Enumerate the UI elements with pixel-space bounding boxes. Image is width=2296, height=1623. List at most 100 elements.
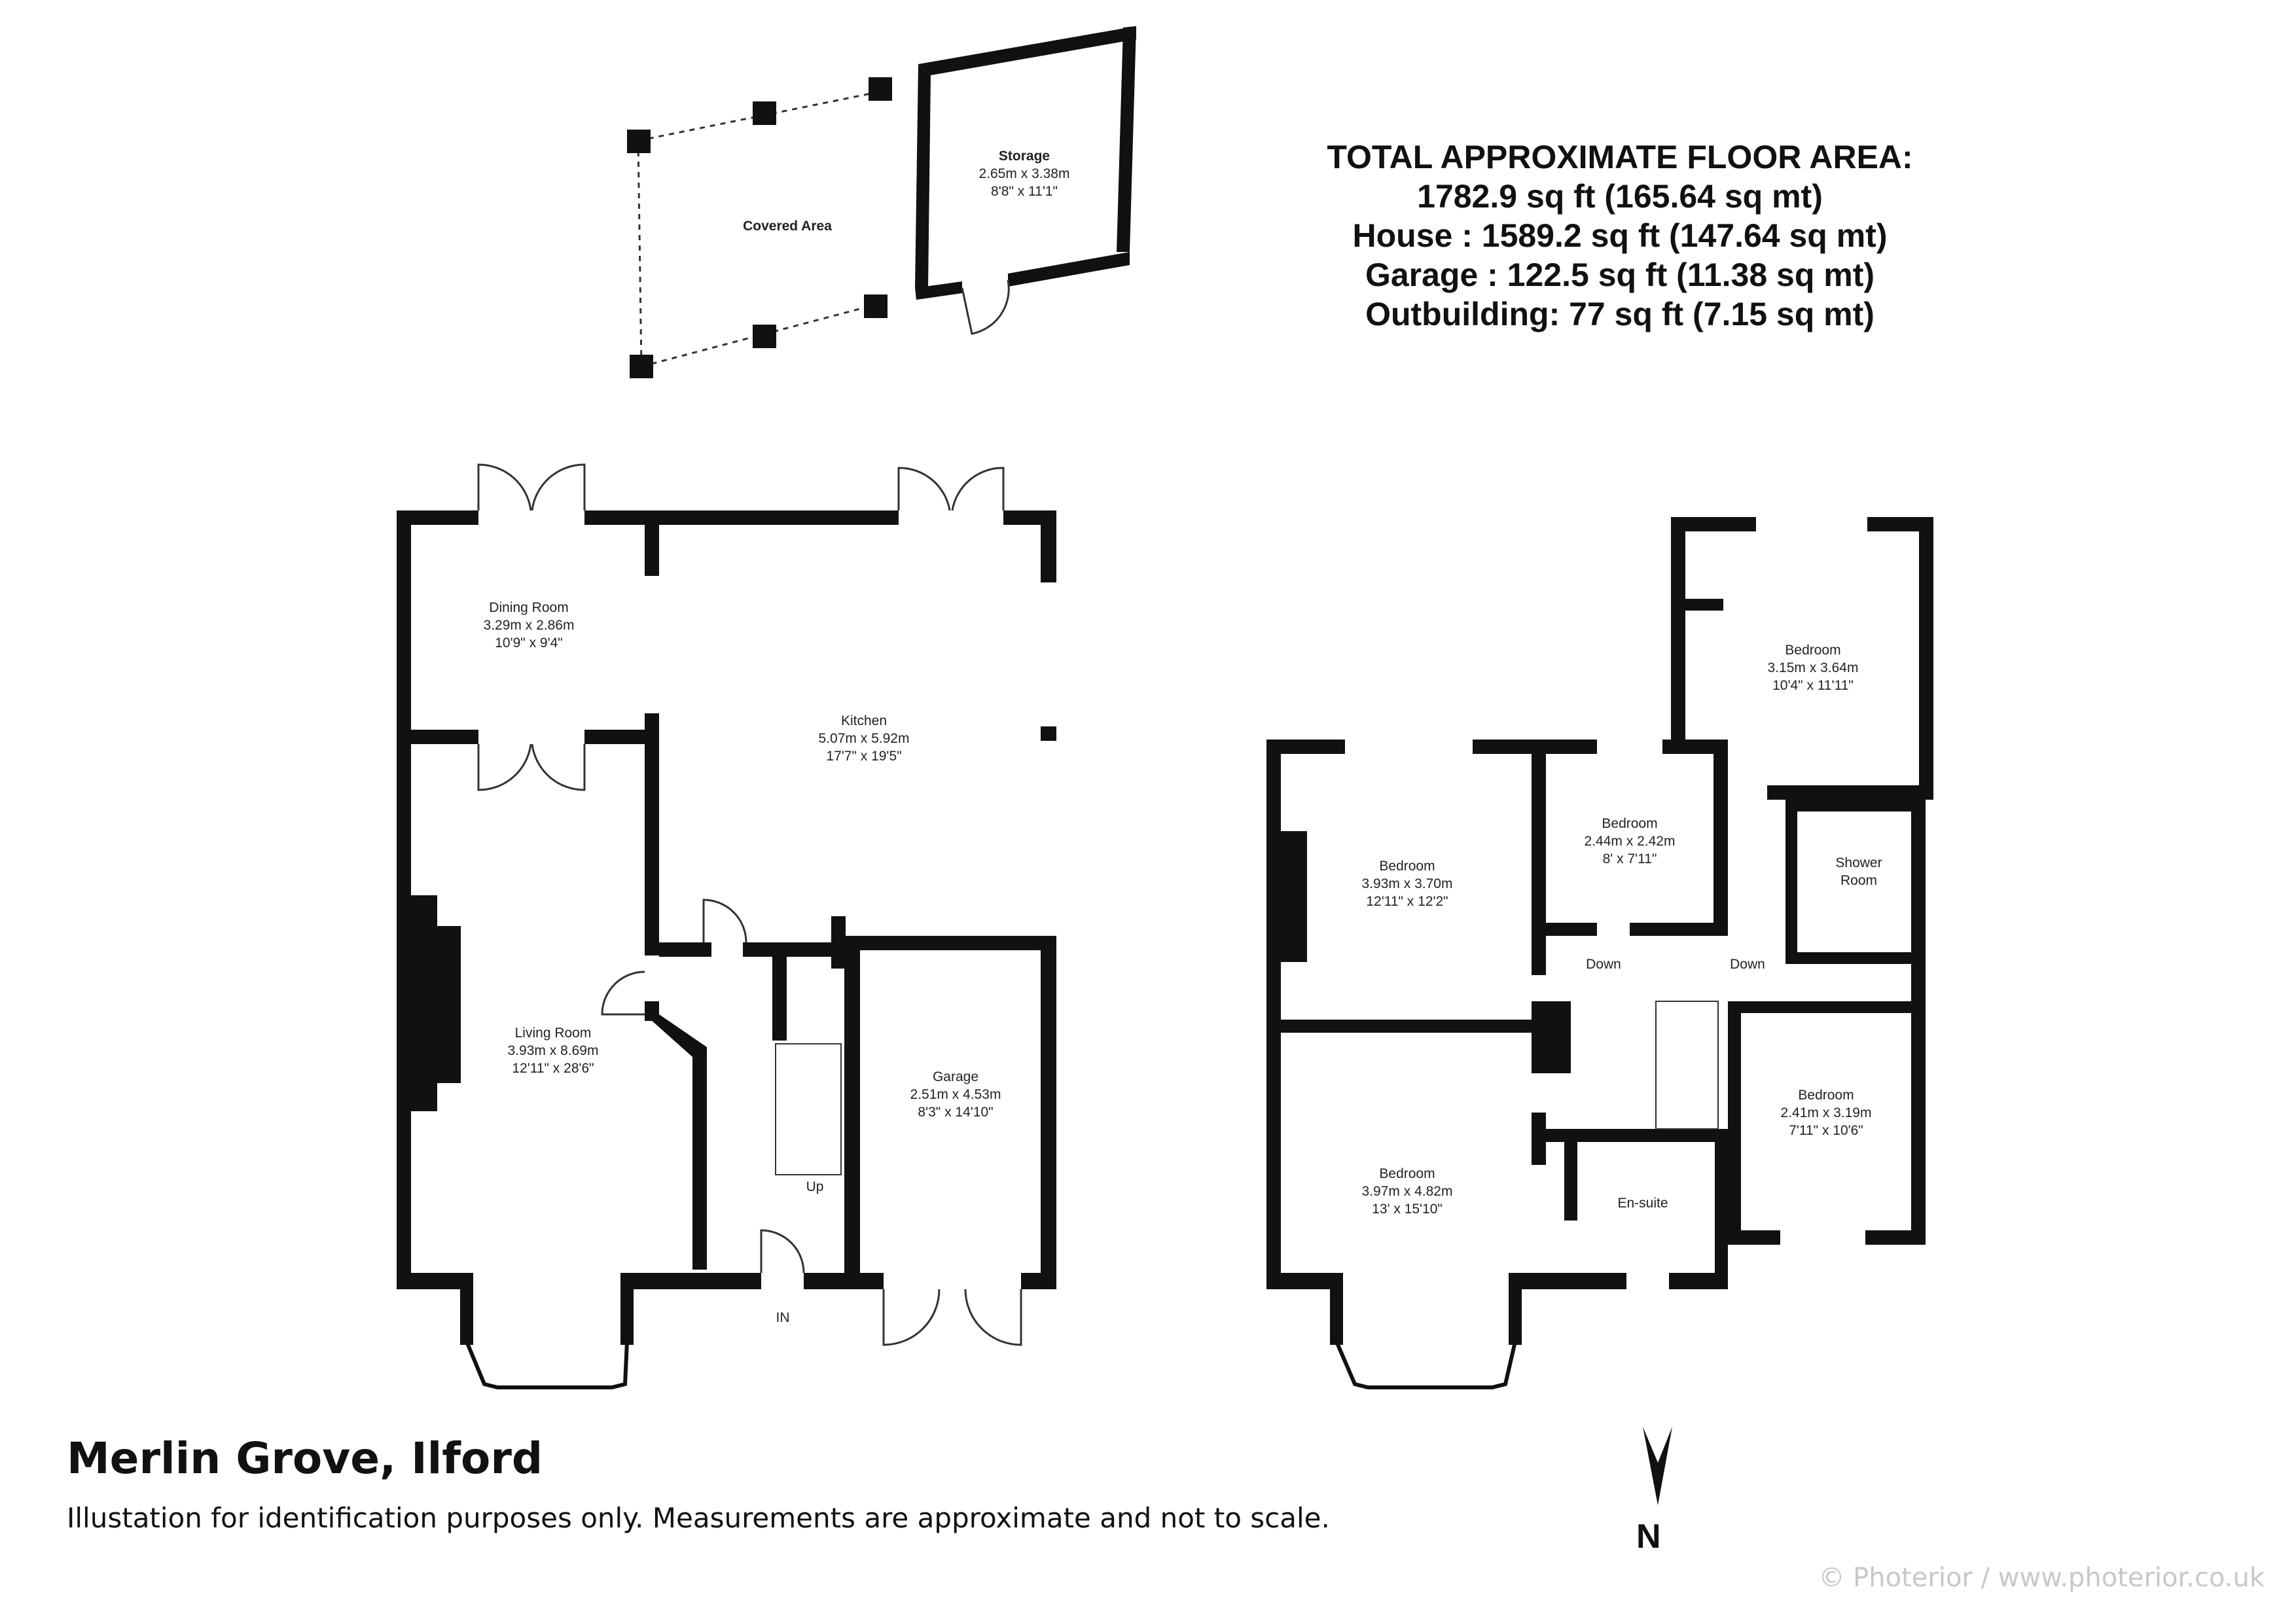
stairs-down-label-1: Down bbox=[1586, 957, 1621, 972]
bedroom-5-imperial: 7'11" x 10'6" bbox=[1789, 1123, 1863, 1138]
gf-wall-wc-left bbox=[772, 955, 787, 1041]
stairs-down-label-2: Down bbox=[1730, 957, 1765, 972]
kitchen-name: Kitchen bbox=[841, 713, 887, 728]
covered-area-label: Covered Area bbox=[743, 219, 832, 234]
ff-wall-bed2-bottom bbox=[1532, 923, 1597, 936]
door-dining-mid-r bbox=[531, 743, 586, 791]
ff-wall-shower-top bbox=[1793, 800, 1911, 812]
ff-wall-ensuite-right bbox=[1715, 1129, 1728, 1289]
floor-area-summary: TOTAL APPROXIMATE FLOOR AREA: 1782.9 sq … bbox=[1244, 137, 1996, 334]
storage-wall-right bbox=[1117, 26, 1136, 252]
gf-fireplace bbox=[411, 895, 437, 1111]
gf-wall-garage-bottom-r bbox=[1021, 1273, 1056, 1289]
shower-room-label-1: Shower bbox=[1835, 855, 1882, 870]
property-title: Merlin Grove, Ilford bbox=[67, 1433, 543, 1484]
door-front bbox=[760, 1229, 805, 1274]
area-outbuilding: Outbuilding: 77 sq ft (7.15 sq mt) bbox=[1365, 296, 1874, 332]
gf-wall-garage-bottom-l bbox=[844, 1273, 884, 1289]
living-room-name: Living Room bbox=[515, 1026, 592, 1041]
ff-wall-bed3-closet bbox=[1671, 599, 1723, 611]
garage-metric: 2.51m x 4.53m bbox=[910, 1087, 1001, 1102]
area-garage: Garage : 122.5 sq ft (11.38 sq mt) bbox=[1365, 257, 1875, 293]
gf-bay-window bbox=[465, 1340, 629, 1389]
ff-wall-bed2-left bbox=[1532, 753, 1546, 936]
disclaimer-note: Illustation for identification purposes … bbox=[67, 1502, 1330, 1534]
area-heading: TOTAL APPROXIMATE FLOOR AREA: bbox=[1327, 139, 1913, 175]
entrance-label: IN bbox=[776, 1310, 790, 1325]
gf-wall-garage-top bbox=[844, 936, 1041, 950]
ff-wall-bottom-mid bbox=[1522, 1273, 1626, 1289]
gf-wall-bay-right bbox=[620, 1273, 634, 1345]
north-arrow-icon bbox=[1643, 1427, 1672, 1505]
storage-imperial: 8'8" x 11'1" bbox=[991, 184, 1058, 199]
ff-wall-bottom-left bbox=[1266, 1273, 1332, 1289]
post bbox=[753, 325, 776, 348]
bedroom-4-name: Bedroom bbox=[1379, 1166, 1435, 1181]
gf-wall-living-angle bbox=[645, 1014, 707, 1270]
ff-wall-bed2-right bbox=[1713, 740, 1728, 936]
ff-stairs bbox=[1655, 1001, 1719, 1130]
ff-wall-ensuite-top bbox=[1532, 1129, 1715, 1142]
ff-wall-bed5-left bbox=[1728, 1001, 1741, 1243]
gf-wall-wc bbox=[831, 916, 846, 969]
kitchen-metric: 5.07m x 5.92m bbox=[819, 731, 910, 746]
bedroom-1-imperial: 12'11" x 12'2" bbox=[1366, 894, 1448, 909]
stairs bbox=[775, 1001, 1719, 1175]
bedroom-2-imperial: 8' x 7'11" bbox=[1603, 851, 1657, 866]
dining-room-name: Dining Room bbox=[489, 600, 568, 615]
storage-wall-left bbox=[915, 64, 931, 288]
dining-room-metric: 3.29m x 2.86m bbox=[484, 618, 575, 633]
ff-wall-bed3-top-r bbox=[1867, 517, 1933, 531]
gf-wall-garage-left bbox=[844, 946, 860, 1289]
ff-wall-bottom-right bbox=[1669, 1273, 1728, 1289]
door-living bbox=[601, 971, 645, 1016]
gf-wall-dining-kitchen bbox=[645, 510, 659, 576]
room-labels: Storage 2.65m x 3.38m 8'8" x 11'1" Cover… bbox=[484, 149, 1882, 1325]
gf-wall-kitchen-left-lower bbox=[645, 713, 659, 955]
gf-wall-kitchen-bottom2 bbox=[743, 942, 834, 957]
bedroom-2-metric: 2.44m x 2.42m bbox=[1585, 834, 1676, 849]
storage-walls bbox=[918, 26, 1136, 75]
ff-closet-block bbox=[1532, 1001, 1571, 1073]
north-label: N bbox=[1636, 1518, 1661, 1556]
ff-wall-bay-right bbox=[1509, 1273, 1522, 1345]
ff-wall-bed5-bottom-r bbox=[1865, 1230, 1926, 1245]
door-garage-r bbox=[964, 1289, 1022, 1346]
gf-wall-dining-divider-left bbox=[397, 730, 478, 744]
bedroom-4-metric: 3.97m x 4.82m bbox=[1362, 1184, 1453, 1199]
ff-wall-bed1-bottom bbox=[1281, 1020, 1536, 1033]
gf-wall-bottom-mid bbox=[630, 1273, 761, 1289]
kitchen-imperial: 17'7" x 19'5" bbox=[826, 749, 901, 764]
ff-wall-right-top bbox=[1919, 517, 1933, 798]
gf-wall-left bbox=[397, 510, 411, 1289]
bedroom-2-name: Bedroom bbox=[1602, 816, 1657, 831]
ff-wall-shower-left bbox=[1785, 800, 1797, 963]
gf-wall-kitchen-right-top bbox=[1041, 510, 1056, 582]
post bbox=[753, 101, 776, 125]
stairs-up-label: Up bbox=[806, 1179, 824, 1194]
door-storage bbox=[961, 279, 1010, 335]
post bbox=[864, 294, 888, 318]
gf-wall-kitchen-right bbox=[1041, 726, 1056, 741]
ff-wall-left bbox=[1266, 740, 1281, 1289]
ff-wall-ensuite-left bbox=[1564, 1142, 1577, 1221]
gf-wall-bay-left bbox=[460, 1273, 473, 1345]
bedroom-3-metric: 3.15m x 3.64m bbox=[1768, 660, 1859, 675]
gf-wall-garage-right bbox=[1041, 936, 1056, 1289]
ff-wall-bed3-top-l bbox=[1671, 517, 1756, 531]
living-room-metric: 3.93m x 8.69m bbox=[508, 1043, 599, 1058]
gf-wall-top-dining-left bbox=[397, 510, 478, 525]
walls bbox=[397, 26, 1933, 1345]
door-kitchen-top-r bbox=[951, 467, 1005, 511]
garage-name: Garage bbox=[933, 1069, 978, 1084]
ff-wall-bed2-bottom-r bbox=[1630, 923, 1728, 936]
door-kitchen-top-l bbox=[897, 467, 951, 511]
covered-area bbox=[627, 77, 892, 378]
bedroom-1-name: Bedroom bbox=[1379, 859, 1435, 874]
ff-wall-bed3-bottom bbox=[1767, 785, 1933, 800]
gf-wall-top-dining-right bbox=[584, 510, 899, 525]
door-kitchen-hall bbox=[702, 899, 747, 943]
copyright-notice: © Photerior / www.photerior.co.uk bbox=[1818, 1563, 2265, 1593]
bay-windows bbox=[465, 1340, 1517, 1389]
